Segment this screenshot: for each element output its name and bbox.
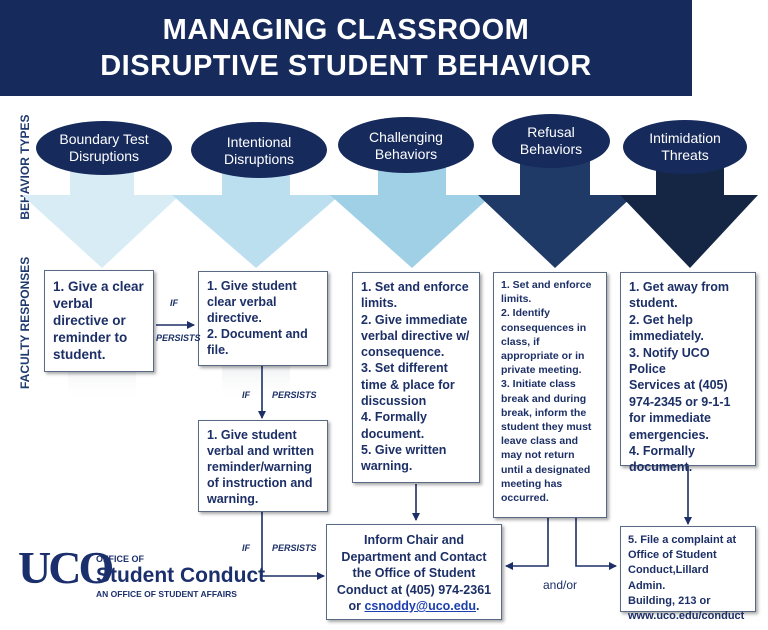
title-line-1: MANAGING CLASSROOM (162, 14, 530, 46)
arrow-boundary (22, 150, 180, 268)
label-persists-1: PERSISTS (156, 333, 201, 343)
oval-challenging-bg (338, 117, 474, 173)
label-if-3: IF (242, 543, 250, 553)
arrow-refusal-to-complaint (575, 518, 617, 570)
logo-name: Student Conduct (96, 564, 266, 587)
arrow-persist-to-contact (261, 512, 325, 580)
label-persists-2: PERSISTS (272, 390, 317, 400)
title-banner: MANAGING CLASSROOM DISRUPTIVE STUDENT BE… (0, 0, 692, 96)
response-boundary: 1. Give a clear verbal directive or remi… (44, 270, 154, 372)
oval-refusal-bg (492, 114, 610, 168)
uco-logo-mark: UCO (18, 542, 114, 593)
response-contact-office: Inform Chair and Department and Contact … (326, 524, 502, 620)
office-logo: UCO OFFICE OF Student Conduct AN OFFICE … (18, 538, 265, 608)
label-and-or: and/or (543, 578, 578, 592)
response-intentional: 1. Give student clear verbal directive. … (198, 271, 328, 366)
label-if-2: IF (242, 390, 250, 400)
title-line-2: DISRUPTIVE STUDENT BEHAVIOR (100, 50, 592, 82)
flow-connectors (156, 321, 692, 580)
response-challenging: 1. Set and enforce limits. 2. Give immed… (352, 272, 480, 483)
oval-intimidation-bg (623, 120, 747, 174)
arrow-challenging (330, 150, 492, 268)
logo-sub: AN OFFICE OF STUDENT AFFAIRS (96, 589, 237, 599)
logo-office-of: OFFICE OF (96, 554, 144, 564)
email-link[interactable]: csnoddy@uco.edu (364, 599, 476, 613)
response-intimidation: 1. Get away from student. 2. Get help im… (620, 272, 756, 474)
response-refusal: 1. Set and enforce limits. 2. Identify c… (493, 272, 607, 518)
oval-boundary-bg (36, 121, 172, 175)
response-intentional-persists: 1. Give student verbal and written remin… (198, 420, 328, 512)
label-persists-3: PERSISTS (272, 543, 317, 553)
arrow-intimidation (620, 150, 758, 268)
oval-intentional-bg (191, 122, 327, 178)
arrow-refusal-to-contact (505, 518, 549, 570)
arrow-intentional (172, 150, 340, 268)
arrow-refusal (478, 150, 634, 268)
label-if-1: IF (170, 298, 178, 308)
response-file-complaint: 5. File a complaint at Office of Student… (620, 526, 756, 622)
